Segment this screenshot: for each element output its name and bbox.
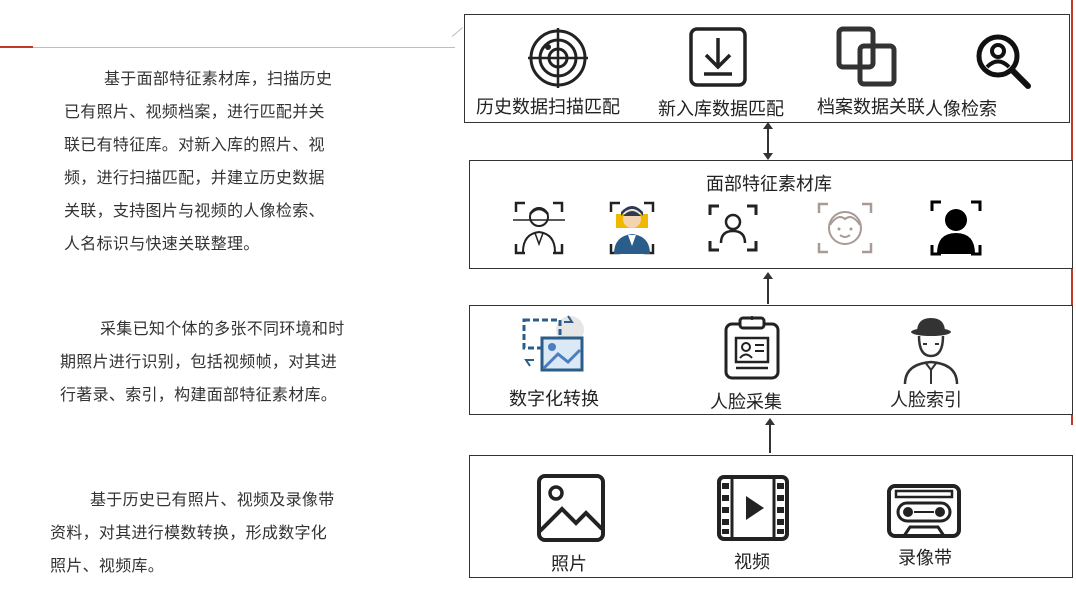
feature-library-title: 面部特征素材库 [706,174,832,195]
layer3-label-face-collect: 人脸采集 [710,392,782,413]
digitize-convert-icon [520,314,590,376]
para3-line: 基于历史已有照片、视频及录像带 [90,490,335,509]
face-frame-girl-icon [816,201,874,255]
para1-line: 已有照片、视频档案，进行匹配并关 [64,102,325,121]
para1-line: 频，进行扫描匹配，并建立历史数据 [64,168,325,187]
layer3-label-face-index: 人脸索引 [890,390,962,411]
divider-diagonal [451,27,464,37]
layer4-label-photo: 照片 [551,554,587,575]
para1-line: 联已有特征库。对新入库的照片、视 [64,135,325,154]
arrow-head-up [763,122,773,129]
para2-line: 采集已知个体的多张不同环境和时 [100,319,345,338]
radar-target-icon [528,28,588,88]
flow-arrow [767,278,769,304]
face-scan-man-icon [513,200,565,256]
face-frame-outline-icon [707,203,759,253]
layer3-label-digitize: 数字化转换 [509,389,599,410]
person-search-icon [976,34,1032,90]
accent-line [0,46,33,48]
para1-line: 基于面部特征素材库，扫描历史 [104,69,333,88]
para2-line: 期照片进行识别，包括视频帧，对其进 [60,352,338,371]
arrow-head-down [763,153,773,160]
film-play-icon [716,474,790,542]
arrow-head-up [763,272,773,279]
link-squares-icon [836,26,898,88]
clipboard-profile-icon [722,314,782,380]
layer4-label-videotape: 录像带 [898,548,952,569]
double-arrow [767,127,769,154]
divider-line [33,47,455,48]
layer1-label-archive-link: 档案数据关联 [817,97,925,118]
description-para-2: 采集已知个体的多张不同环境和时 期照片进行识别，包括视频帧，对其进 行著录、索引… [60,312,380,411]
layer4-label-video: 视频 [734,552,770,573]
flow-arrow [769,424,771,453]
para2-line: 行著录、索引，构建面部特征素材库。 [60,385,338,404]
para1-line: 人名标识与快速关联整理。 [64,234,260,253]
download-tray-icon [688,26,748,88]
layer1-label-history-scan: 历史数据扫描匹配 [476,97,620,118]
gentleman-hat-icon [903,316,959,386]
para3-line: 资料，对其进行模数转换，形成数字化 [50,523,328,542]
arrow-head-up [765,418,775,425]
photo-icon [536,473,606,543]
layer1-label-portrait-search: 人像检索 [925,99,997,120]
layer1-label-new-match: 新入库数据匹配 [658,99,784,120]
description-para-1: 基于面部特征素材库，扫描历史 已有照片、视频档案，进行匹配并关 联已有特征库。对… [64,62,364,260]
para1-line: 关联，支持图片与视频的人像检索、 [64,201,325,220]
cassette-tape-icon [886,483,962,539]
para3-line: 照片、视频库。 [50,556,165,575]
face-scan-man-color-icon [608,200,656,256]
face-frame-solid-icon [929,199,983,257]
description-para-3: 基于历史已有照片、视频及录像带 资料，对其进行模数转换，形成数字化 照片、视频库… [50,483,380,582]
